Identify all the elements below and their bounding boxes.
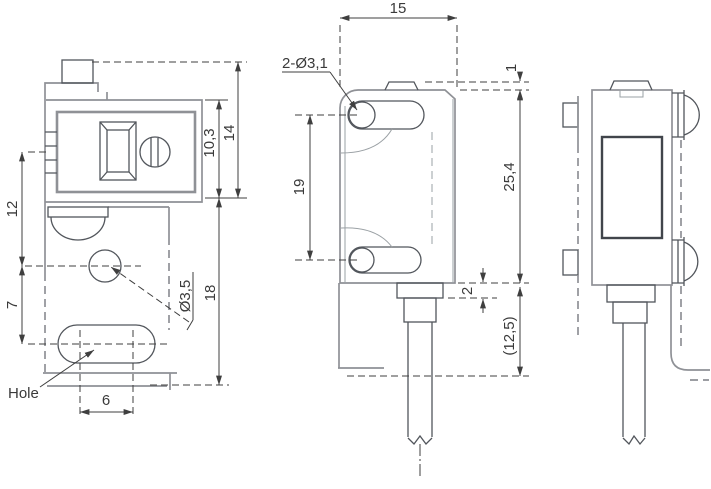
- front-view: 15 2-Ø3,1 19 1 25,4 2 (12,5): [282, 0, 529, 479]
- dim-label-12: 12: [4, 201, 21, 218]
- dim-label-dia-3-5: Ø3,5: [177, 280, 194, 313]
- right-tab-bottom: [562, 249, 579, 276]
- front-top-bump: [384, 81, 419, 91]
- right-top-bump: [609, 80, 653, 91]
- right-cable-gland: [606, 284, 656, 324]
- hole-leader-line: [39, 349, 95, 388]
- left-dimension-labels: 12 7 10,3 14 18 Ø3,5 Hole 6: [4, 125, 238, 409]
- right-window: [600, 135, 664, 240]
- dim-label-1: 1: [503, 64, 520, 72]
- front-bracket-edges: [338, 283, 384, 369]
- right-side-view: [562, 80, 710, 446]
- left-face-plate: [55, 110, 197, 194]
- right-cable: [622, 323, 646, 446]
- dim-label-14: 14: [221, 125, 238, 142]
- right-lens-dome-bottom: [672, 237, 699, 286]
- adjuster-dial: [133, 130, 178, 169]
- dim-label-25-4: 25,4: [501, 162, 518, 191]
- dim-label-2-dia-3-1: 2-Ø3,1: [282, 55, 328, 72]
- left-top-protrusion: [61, 59, 94, 84]
- display-window: [99, 121, 137, 181]
- front-mount-hole-top: [340, 100, 425, 154]
- right-lens-dome-top: [672, 90, 700, 140]
- left-centerlines: [25, 61, 247, 417]
- front-extension-lines: [295, 25, 529, 377]
- left-connector-ticks: [45, 131, 57, 174]
- right-tab-top: [562, 102, 579, 128]
- front-body-outline: [339, 89, 456, 284]
- left-side-view: 12 7 10,3 14 18 Ø3,5 Hole 6: [4, 59, 247, 417]
- front-mount-hole-bottom: [340, 227, 422, 274]
- front-inner-lines: [344, 99, 454, 283]
- dim-label-6: 6: [102, 392, 110, 409]
- front-dimension-lines: [282, 15, 523, 377]
- right-body-outline: [591, 89, 673, 286]
- dim-label-15: 15: [390, 0, 407, 17]
- right-top-bump-inner: [619, 89, 644, 98]
- dim-label-10-3: 10,3: [201, 128, 218, 157]
- right-bracket-foot: [670, 285, 710, 371]
- dim-label-7: 7: [4, 301, 21, 309]
- dia-3-5-underline: [186, 272, 194, 331]
- dim-label-12-5: (12,5): [501, 316, 518, 355]
- front-dimension-labels: 15 2-Ø3,1 19 1 25,4 2 (12,5): [282, 0, 520, 356]
- left-bracket-hidden-edges: [44, 237, 170, 373]
- bracket-round-hole: [88, 249, 122, 283]
- left-lens-dome: [47, 206, 109, 241]
- dim-label-2: 2: [459, 287, 476, 295]
- dial-tick-dots: [133, 130, 178, 169]
- front-cable: [407, 322, 433, 445]
- dia-3-5-leader-line: [110, 266, 190, 323]
- holes-note-leader: [329, 71, 358, 111]
- front-cable-gland: [396, 282, 444, 323]
- hole-callout-label: Hole: [8, 385, 39, 402]
- right-bracket-hidden: [680, 140, 709, 381]
- dim-label-18: 18: [202, 285, 219, 302]
- dim-label-19: 19: [291, 179, 308, 196]
- left-dimension-lines: [19, 61, 241, 415]
- bracket-slot-hole: [57, 324, 156, 364]
